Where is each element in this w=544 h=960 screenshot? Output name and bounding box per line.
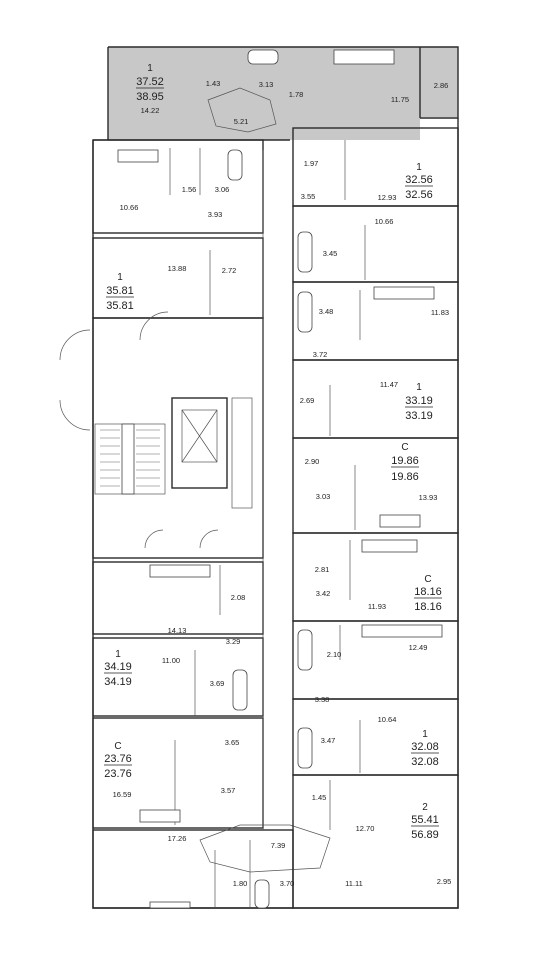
room-area: 2.90 — [305, 457, 320, 466]
unit-label-u-right-3: С 19.86 19.86 — [391, 442, 419, 483]
room-area: 7.39 — [271, 841, 286, 850]
svg-text:37.52: 37.52 — [136, 76, 164, 88]
room-area: 3.93 — [208, 210, 223, 219]
fixtures — [117, 49, 443, 909]
svg-text:1: 1 — [422, 729, 428, 740]
svg-text:32.56: 32.56 — [405, 174, 433, 186]
unit-label-u-right-4: С 18.16 18.16 — [414, 574, 442, 613]
svg-text:23.76: 23.76 — [104, 753, 132, 765]
svg-text:С: С — [401, 442, 408, 453]
svg-text:2: 2 — [422, 802, 428, 813]
room-area: 16.59 — [113, 790, 132, 799]
svg-text:33.19: 33.19 — [405, 410, 433, 422]
room-area: 3.72 — [313, 350, 328, 359]
unit-label-u-left-3: 1 34.19 34.19 — [104, 649, 132, 688]
room-area: 10.66 — [120, 203, 139, 212]
room-area: 3.45 — [323, 249, 338, 258]
room-area: 12.49 — [409, 643, 428, 652]
unit-label-u-left-4: С 23.76 23.76 — [104, 741, 132, 780]
unit-label-u-left-2: 1 35.81 35.81 — [106, 272, 134, 312]
room-area: 11.83 — [431, 308, 449, 317]
svg-text:56.89: 56.89 — [411, 829, 439, 841]
svg-text:1: 1 — [147, 63, 153, 74]
unit-label-u-right-6: 2 55.41 56.89 — [411, 802, 439, 841]
room-area: 11.00 — [162, 656, 180, 665]
room-area: 11.11 — [345, 879, 363, 888]
room-area: 14.13 — [168, 626, 187, 635]
room-area: 10.66 — [375, 217, 394, 226]
room-area: 3.55 — [301, 192, 316, 201]
svg-text:С: С — [114, 741, 121, 752]
svg-text:23.76: 23.76 — [104, 768, 132, 780]
room-area: 13.88 — [168, 264, 187, 273]
svg-text:34.19: 34.19 — [104, 661, 132, 673]
room-area: 3.65 — [225, 738, 240, 747]
svg-text:19.86: 19.86 — [391, 471, 419, 483]
room-area: 1.78 — [289, 90, 304, 99]
room-area: 2.69 — [300, 396, 315, 405]
svg-text:С: С — [424, 574, 431, 585]
room-area: 2.72 — [222, 266, 237, 275]
room-area: 3.57 — [221, 786, 236, 795]
unit-label-u-right-2: 1 33.19 33.19 — [405, 382, 433, 422]
room-area: 1.56 — [182, 185, 197, 194]
svg-text:38.95: 38.95 — [136, 91, 164, 103]
room-area: 3.03 — [316, 492, 331, 501]
svg-text:33.19: 33.19 — [405, 395, 433, 407]
room-area: 2.10 — [327, 650, 342, 659]
room-area: 3.29 — [226, 637, 241, 646]
unit-label-u-top-left: 1 37.52 38.95 — [136, 63, 164, 103]
room-area: 3.47 — [321, 736, 336, 745]
svg-text:1: 1 — [416, 162, 422, 173]
room-area: 2.95 — [437, 877, 452, 886]
svg-text:1: 1 — [115, 649, 121, 660]
room-area-labels: 14.22 1.43 3.13 1.78 5.21 11.75 2.86 1.5… — [113, 79, 452, 888]
unit-label-u-right-1: 1 32.56 32.56 — [405, 162, 433, 201]
room-area: 1.45 — [312, 793, 327, 802]
stair-core — [59, 311, 264, 559]
room-area: 3.13 — [259, 80, 274, 89]
room-area: 3.42 — [316, 589, 331, 598]
room-area: 1.43 — [206, 79, 221, 88]
room-area: 3.70 — [280, 879, 295, 888]
room-area: 1.80 — [233, 879, 248, 888]
svg-text:18.16: 18.16 — [414, 586, 442, 598]
room-area: 10.64 — [378, 715, 397, 724]
svg-text:1: 1 — [416, 382, 422, 393]
room-area: 17.26 — [168, 834, 187, 843]
room-area: 12.93 — [378, 193, 397, 202]
svg-text:32.56: 32.56 — [405, 189, 433, 201]
room-area: 3.38 — [315, 695, 330, 704]
room-area: 11.75 — [391, 95, 409, 104]
svg-text:32.08: 32.08 — [411, 756, 439, 768]
room-area: 2.81 — [315, 565, 330, 574]
room-area: 13.93 — [419, 493, 438, 502]
svg-text:18.16: 18.16 — [414, 601, 442, 613]
room-area: 3.06 — [215, 185, 230, 194]
room-area: 3.48 — [319, 307, 334, 316]
room-area: 3.69 — [210, 679, 225, 688]
room-area: 2.08 — [231, 593, 246, 602]
room-area: 2.86 — [434, 81, 449, 90]
svg-text:32.08: 32.08 — [411, 741, 439, 753]
svg-text:35.81: 35.81 — [106, 300, 134, 312]
svg-text:1: 1 — [117, 272, 123, 283]
room-area: 14.22 — [141, 106, 160, 115]
room-area: 5.21 — [234, 117, 249, 126]
svg-text:19.86: 19.86 — [391, 455, 419, 467]
room-area: 1.97 — [304, 159, 319, 168]
room-area: 12.70 — [356, 824, 375, 833]
room-area: 11.47 — [380, 380, 398, 389]
highlighted-balcony — [420, 47, 458, 117]
unit-label-u-right-5: 1 32.08 32.08 — [411, 729, 439, 768]
svg-text:35.81: 35.81 — [106, 285, 134, 297]
right-units-walls — [292, 127, 459, 909]
svg-text:55.41: 55.41 — [411, 814, 439, 826]
room-area: 11.93 — [368, 602, 386, 611]
svg-text:34.19: 34.19 — [104, 676, 132, 688]
